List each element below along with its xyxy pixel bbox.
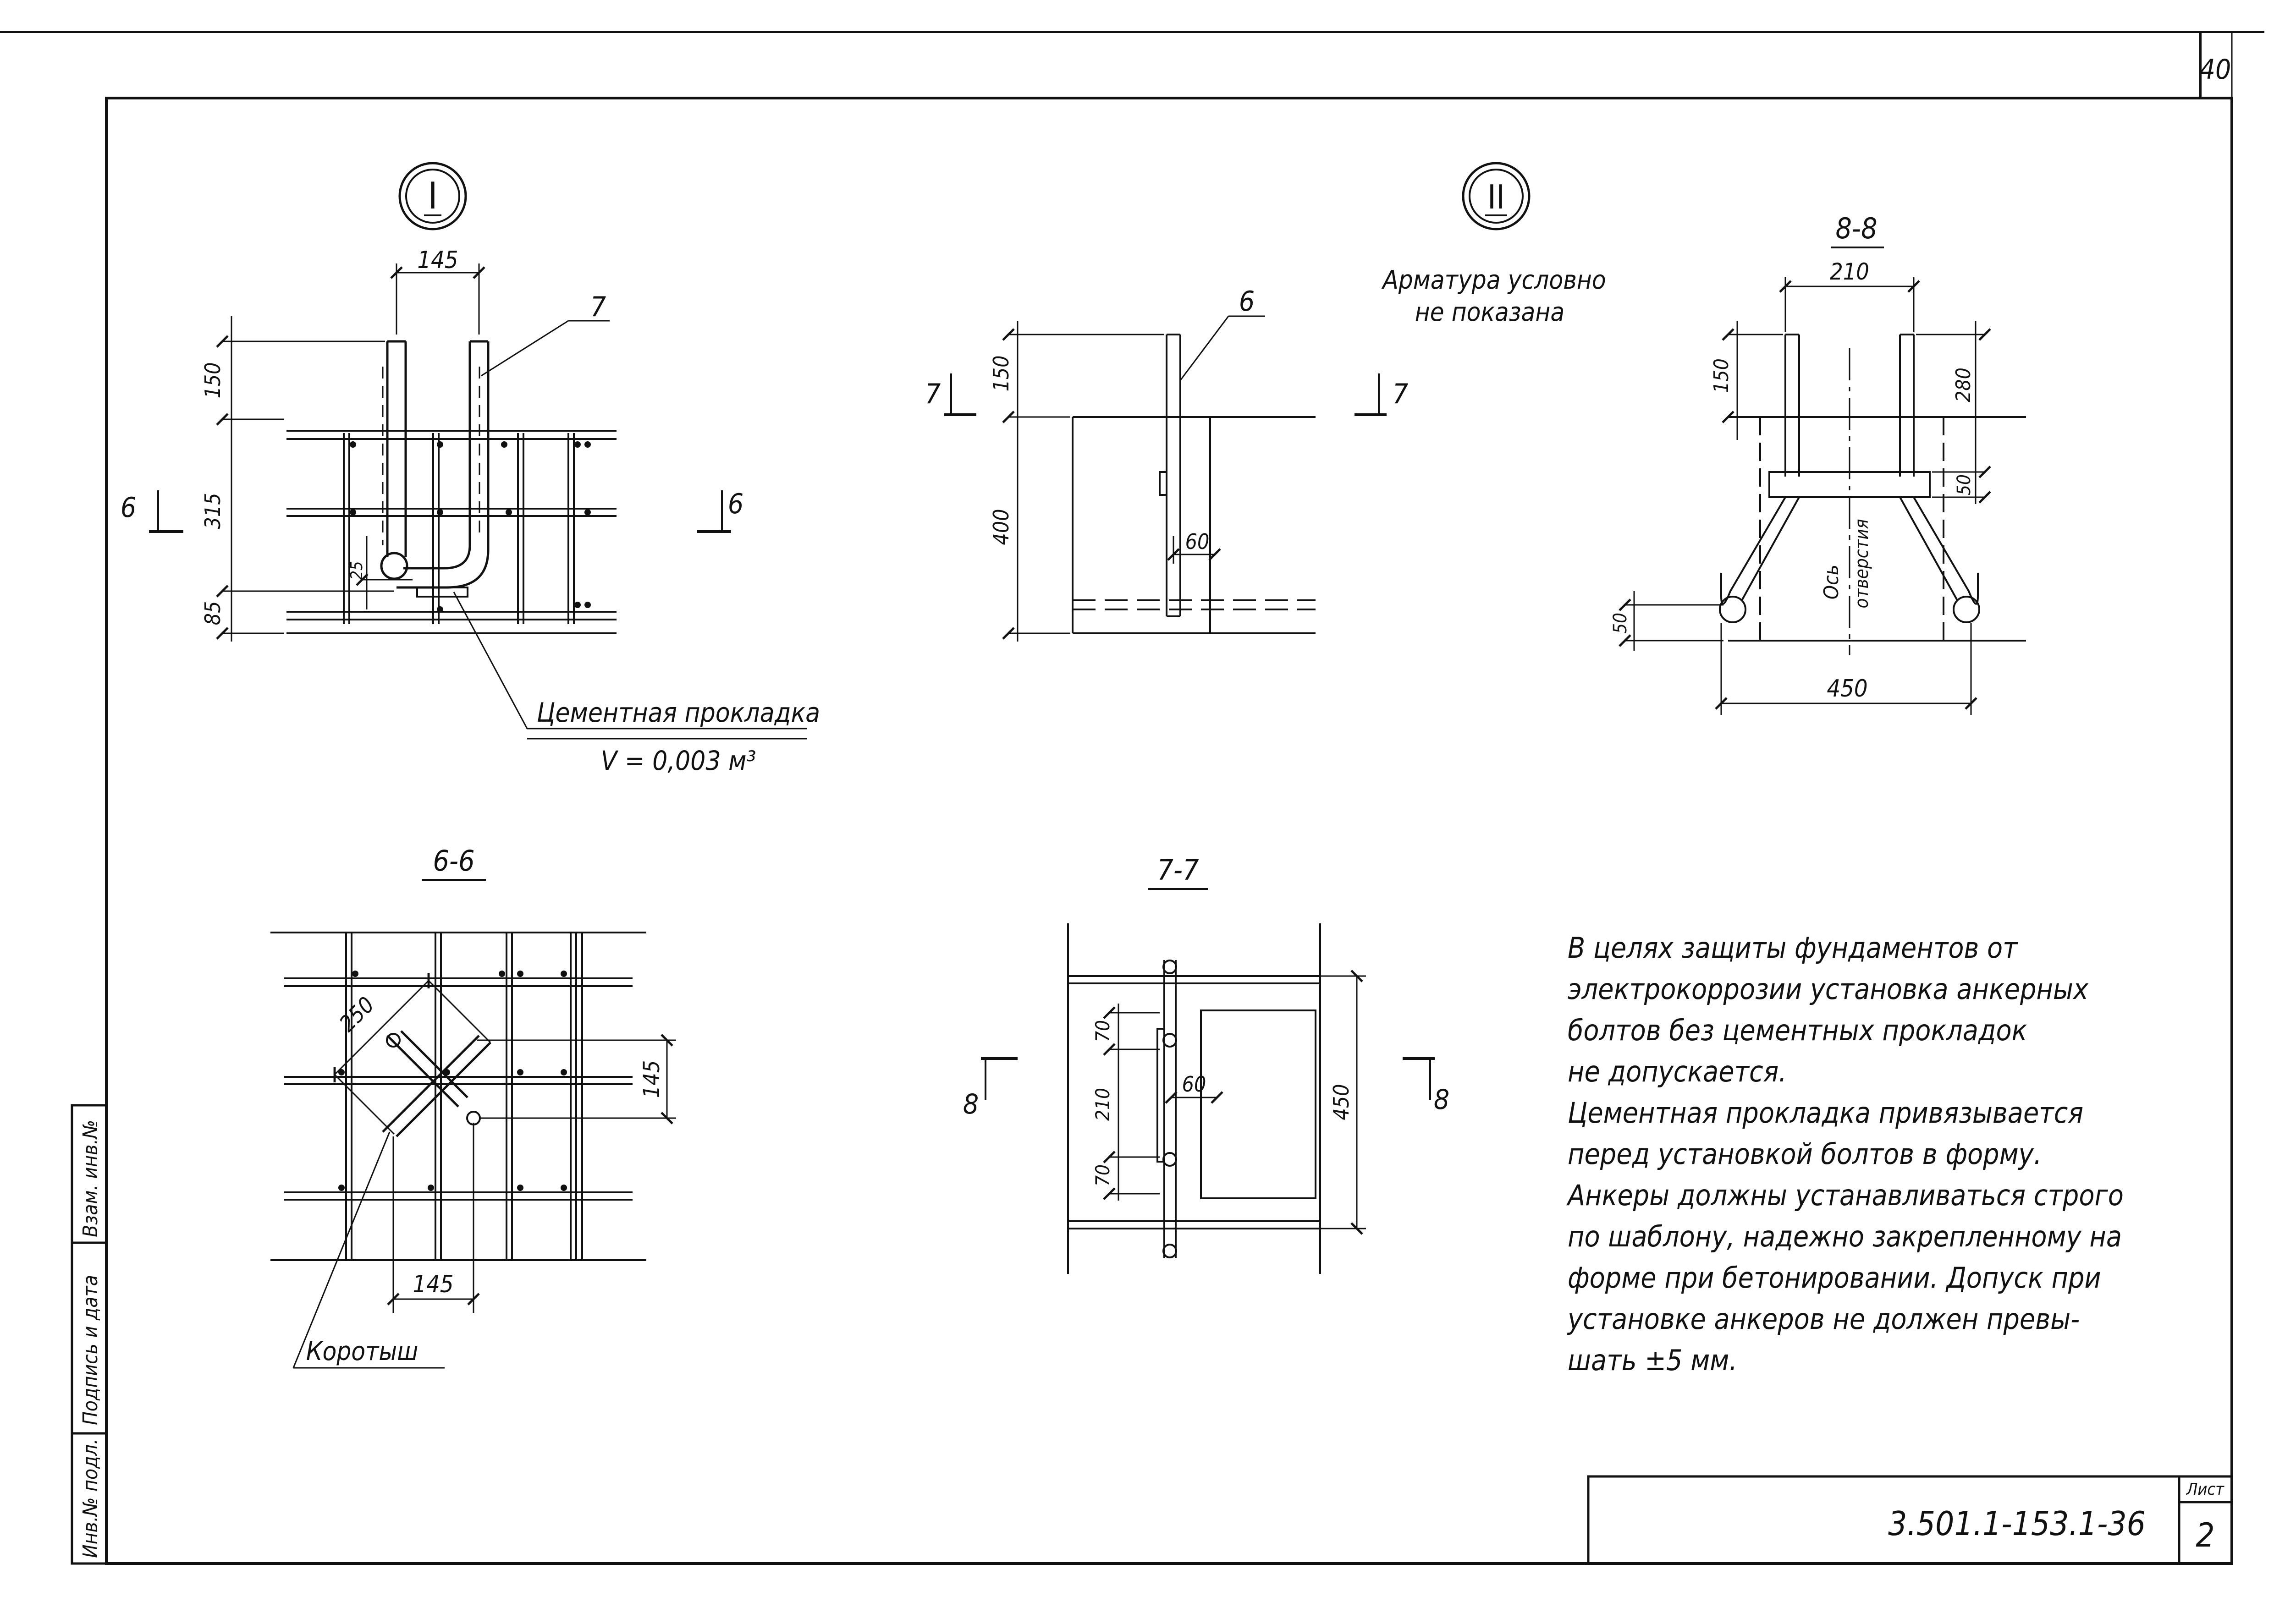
note-line-2: электрокоррозии установка анкерных xyxy=(1568,972,2089,1006)
section-8-8-dim-210: 210 xyxy=(1830,258,1869,285)
detail-II-note-line-2: не показана xyxy=(1415,297,1565,327)
note-line-11: шать ±5 мм. xyxy=(1568,1344,1737,1377)
section-8-8-axis-label-1: Ось xyxy=(1820,565,1843,599)
detail-I-section-mark-left: 6 xyxy=(121,492,136,524)
detail-I-slab xyxy=(286,430,617,634)
stamp-vzam-inv: Взам. инв.№ xyxy=(79,1120,102,1237)
section-7-7-geometry xyxy=(1067,923,1366,1274)
section-8-8-dim-280: 280 xyxy=(1952,368,1975,402)
sheet-frame xyxy=(0,31,2264,1565)
section-7-7-dim-70-bottom: 70 xyxy=(1091,1164,1114,1186)
section-8-8-geometry xyxy=(1619,277,2026,715)
korotysh-label: Коротыш xyxy=(306,1337,418,1366)
section-8-8-dim-450: 450 xyxy=(1827,675,1867,702)
list-label: Лист xyxy=(2186,1480,2224,1499)
detail-I: I xyxy=(121,162,820,776)
title-block: 3.501.1-153.1-36 Лист 2 xyxy=(1587,1475,2233,1565)
section-7-7-dim-450: 450 xyxy=(1329,1084,1354,1120)
detail-II-section-mark-right: 7 xyxy=(1393,378,1408,410)
detail-I-section-mark-right: 6 xyxy=(728,488,743,520)
detail-I-dim-145: 145 xyxy=(417,247,458,274)
detail-I-section-marks xyxy=(149,490,731,533)
side-stamp: Инв.№ подл. Подпись и дата Взам. инв.№ xyxy=(71,1104,108,1565)
cement-pad-volume: V = 0,003 м³ xyxy=(601,745,756,776)
note-line-4: не допускается. xyxy=(1568,1055,1787,1088)
detail-I-marker-label: I xyxy=(428,175,437,217)
detail-II-dim-60: 60 xyxy=(1185,529,1210,554)
section-6-6-dim-145-bottom: 145 xyxy=(413,1271,453,1298)
section-7-7-dim-210: 210 xyxy=(1091,1088,1114,1121)
section-6-6-dim-250: 250 xyxy=(335,992,380,1037)
note-line-6: перед установкой болтов в форму. xyxy=(1568,1137,2042,1171)
detail-II-elevation xyxy=(1002,321,1316,642)
section-6-6-dim-145-right: 145 xyxy=(639,1060,665,1098)
detail-II-section-mark-left: 7 xyxy=(925,378,941,410)
detail-II-note-line-1: Арматура условно xyxy=(1381,265,1606,295)
section-6-6-grid xyxy=(270,932,676,1369)
detail-I-rebar-dots xyxy=(350,441,591,613)
detail-II: II Арматура условно не показана 150 xyxy=(925,162,1606,642)
detail-II-dim-150: 150 xyxy=(989,356,1013,392)
list-number: 2 xyxy=(2196,1516,2214,1554)
detail-I-dim-315: 315 xyxy=(200,493,225,529)
section-8-8-dim-50-left: 50 xyxy=(1610,613,1631,634)
section-7-7-section-marks xyxy=(981,1057,1435,1100)
detail-I-dim-150: 150 xyxy=(200,362,225,399)
note-line-9: форме при бетонировании. Допуск при xyxy=(1568,1261,2101,1295)
section-7-7-section-mark-left: 8 xyxy=(963,1088,979,1120)
note-line-1: В целях защиты фундаментов от xyxy=(1568,931,2018,965)
document-code: 3.501.1-153.1-36 xyxy=(1888,1504,2146,1543)
section-7-7: 7-7 xyxy=(963,853,1449,1274)
stamp-inv-podl: Инв.№ подл. xyxy=(79,1439,102,1558)
section-8-8: 8-8 xyxy=(1610,212,2026,715)
section-8-8-dim-50-right: 50 xyxy=(1954,474,1975,495)
detail-II-section-marks xyxy=(944,373,1387,416)
section-8-8-axis-label-2: отверстия xyxy=(1851,519,1872,609)
section-7-7-dim-60: 60 xyxy=(1182,1072,1206,1097)
note-line-10: установке анкеров не должен превы- xyxy=(1567,1302,2080,1336)
note-line-8: по шаблону, надежно закрепленному на xyxy=(1568,1220,2122,1253)
note-line-3: болтов без цементных прокладок xyxy=(1568,1014,2027,1047)
section-6-6: 6-6 xyxy=(270,844,676,1369)
stamp-signature-date: Подпись и дата xyxy=(79,1275,102,1425)
detail-I-marker: I xyxy=(398,162,467,230)
section-7-7-title: 7-7 xyxy=(1157,853,1199,887)
section-8-8-dim-150: 150 xyxy=(1710,358,1733,393)
page-number: 40 xyxy=(2200,54,2231,86)
section-7-7-dim-70-top: 70 xyxy=(1091,1020,1114,1042)
detail-I-callout: 7 xyxy=(590,291,606,323)
cement-pad-label: Цементная прокладка xyxy=(537,697,820,728)
section-6-6-title: 6-6 xyxy=(433,844,474,878)
detail-II-callout: 6 xyxy=(1239,285,1255,318)
section-6-6-rebar-dots xyxy=(338,971,567,1191)
detail-I-dim-25: 25 xyxy=(347,561,366,580)
general-notes: В целях защиты фундаментов от электрокор… xyxy=(1566,931,2124,1377)
section-7-7-section-mark-right: 8 xyxy=(1434,1084,1449,1116)
detail-I-dimensions xyxy=(216,263,485,642)
detail-II-marker: II xyxy=(1462,162,1531,230)
note-line-7: Анкеры должны устанавливаться строго xyxy=(1566,1179,2124,1212)
detail-II-marker-label: II xyxy=(1487,178,1505,216)
detail-I-anchor-bolt xyxy=(380,340,490,598)
section-8-8-title: 8-8 xyxy=(1835,212,1877,245)
note-line-5: Цементная прокладка привязывается xyxy=(1568,1096,2083,1130)
detail-I-dim-85: 85 xyxy=(200,601,225,625)
detail-II-dim-400: 400 xyxy=(989,509,1013,545)
